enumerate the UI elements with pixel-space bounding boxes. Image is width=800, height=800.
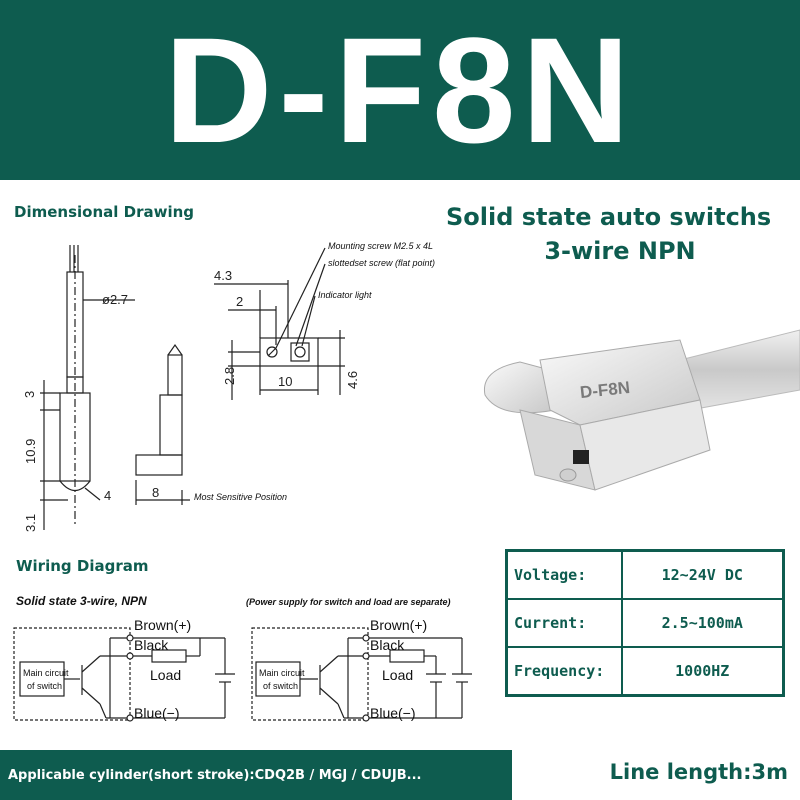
wiring-right-title: (Power supply for switch and load are se…: [246, 597, 451, 607]
callout-indicator-light: Indicator light: [318, 290, 372, 300]
brown-left: Brown(+): [134, 617, 191, 633]
spec-label: Voltage:: [505, 549, 623, 600]
callout-sensitive-position: Most Sensitive Position: [194, 492, 287, 502]
spec-row-frequency: Frequency: 1000HZ: [505, 646, 785, 697]
dim-10-9: 10.9: [23, 439, 38, 464]
applicable-cylinder-bar: Applicable cylinder(short stroke):CDQ2B …: [0, 750, 512, 800]
dimensional-drawing: ø2.7 3 10.9 3.1 4 8 4.3 2 2.8 10 4.6 Mou…: [22, 241, 435, 532]
main-circuit-left-1: Main circuit: [23, 668, 69, 678]
brown-right: Brown(+): [370, 617, 427, 633]
dim-4-6: 4.6: [345, 371, 360, 389]
spec-value: 12~24V DC: [620, 549, 785, 600]
subtitle-line-1: Solid state auto switchs: [446, 203, 772, 231]
load-left: Load: [150, 667, 181, 683]
product-image: D-F8N: [483, 329, 800, 491]
callout-mounting-screw: Mounting screw M2.5 x 4L: [328, 241, 433, 251]
spec-value: 1000HZ: [620, 646, 785, 697]
main-circuit-right-2: of switch: [263, 681, 298, 691]
wiring-left-title: Solid state 3-wire, NPN: [16, 594, 147, 608]
black-right: Black: [370, 637, 405, 653]
dim-4: 4: [104, 488, 111, 503]
dimensional-drawing-label: Dimensional Drawing: [14, 203, 194, 221]
spec-label: Frequency:: [505, 646, 623, 697]
dim-cable-diameter: ø2.7: [102, 292, 128, 307]
spec-value: 2.5~100mA: [620, 597, 785, 649]
blue-left: Blue(−): [134, 705, 180, 721]
model-title: D-F8N: [164, 6, 636, 174]
black-left: Black: [134, 637, 169, 653]
dim-3-1: 3.1: [23, 514, 38, 532]
dim-4-3: 4.3: [214, 268, 232, 283]
applicable-cylinder-text: Applicable cylinder(short stroke):CDQ2B …: [8, 767, 422, 783]
load-right: Load: [382, 667, 413, 683]
line-length: Line length:3m: [609, 760, 788, 784]
specs-table: Voltage: 12~24V DC Current: 2.5~100mA Fr…: [505, 549, 785, 697]
main-circuit-right-1: Main circuit: [259, 668, 305, 678]
wiring-diagram-label: Wiring Diagram: [16, 557, 149, 575]
main-circuit-left-2: of switch: [27, 681, 62, 691]
header-banner: D-F8N: [0, 0, 800, 180]
subtitle-line-2: 3-wire NPN: [544, 237, 696, 265]
spec-row-current: Current: 2.5~100mA: [505, 597, 785, 649]
blue-right: Blue(−): [370, 705, 416, 721]
dim-8: 8: [152, 485, 159, 500]
spec-label: Current:: [505, 597, 623, 649]
spec-row-voltage: Voltage: 12~24V DC: [505, 549, 785, 600]
callout-slotted-screw: slottedset screw (flat point): [328, 258, 435, 268]
dim-2: 2: [236, 294, 243, 309]
dim-3: 3: [22, 391, 37, 398]
dim-10: 10: [278, 374, 292, 389]
wiring-diagram: Solid state 3-wire, NPN (Power supply fo…: [13, 594, 472, 722]
product-subtitle: Solid state auto switchs 3-wire NPN: [440, 200, 800, 268]
dim-2-8: 2.8: [222, 367, 237, 385]
